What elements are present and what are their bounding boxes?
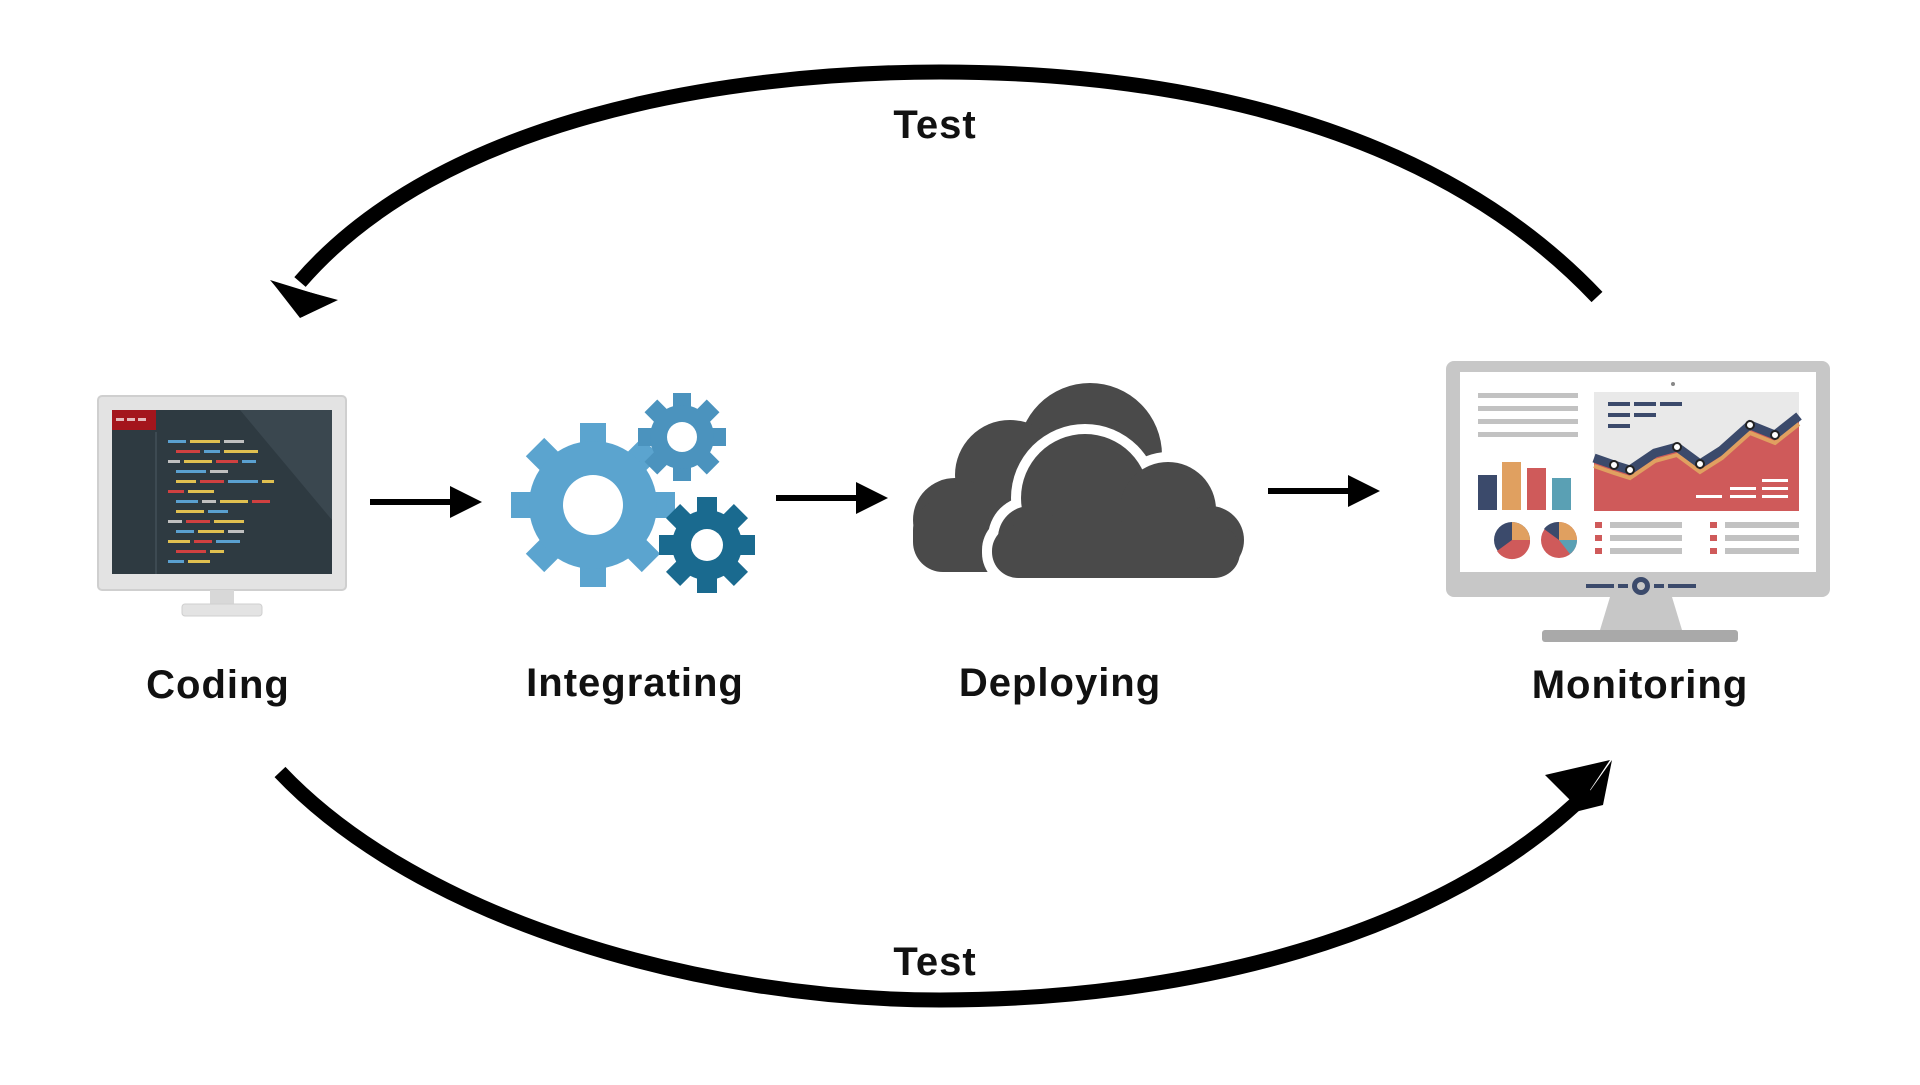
dashboard-pie-charts (1494, 521, 1577, 560)
stage-label-integrating: Integrating (526, 661, 744, 705)
bottom-loop-curve (274, 766, 1596, 1008)
dashboard-bar-chart (1478, 462, 1571, 510)
dashboard-monitor-icon (1446, 361, 1830, 642)
cloud-icon (913, 383, 1254, 588)
dashboard-area-chart (1592, 392, 1802, 511)
flow-arrow-coding-integrating (370, 486, 482, 518)
large-gear (511, 423, 675, 587)
top-gear (638, 393, 726, 481)
bottom-loop-arrow (274, 760, 1612, 1008)
top-loop-curve (294, 64, 1603, 303)
front-cloud (982, 424, 1254, 588)
flow-arrow-integrating-deploying (776, 482, 888, 514)
stage-label-coding: Coding (146, 663, 290, 707)
dashboard-legend-lists (1595, 522, 1799, 554)
flow-arrow-deploying-monitoring (1268, 475, 1380, 507)
dashboard-text-lines (1478, 393, 1578, 437)
bottom-loop-arrowhead (1545, 760, 1610, 808)
bottom-loop-label: Test (893, 940, 976, 984)
dark-gear (659, 497, 755, 593)
code-monitor-icon (97, 395, 347, 617)
gears-icon (511, 393, 755, 593)
top-loop-label: Test (893, 103, 976, 147)
stage-label-deploying: Deploying (959, 661, 1161, 705)
code-lines (168, 440, 274, 563)
top-loop-arrow (270, 64, 1603, 318)
monitor-bezel-controls (1586, 577, 1696, 595)
stage-label-monitoring: Monitoring (1532, 663, 1749, 707)
